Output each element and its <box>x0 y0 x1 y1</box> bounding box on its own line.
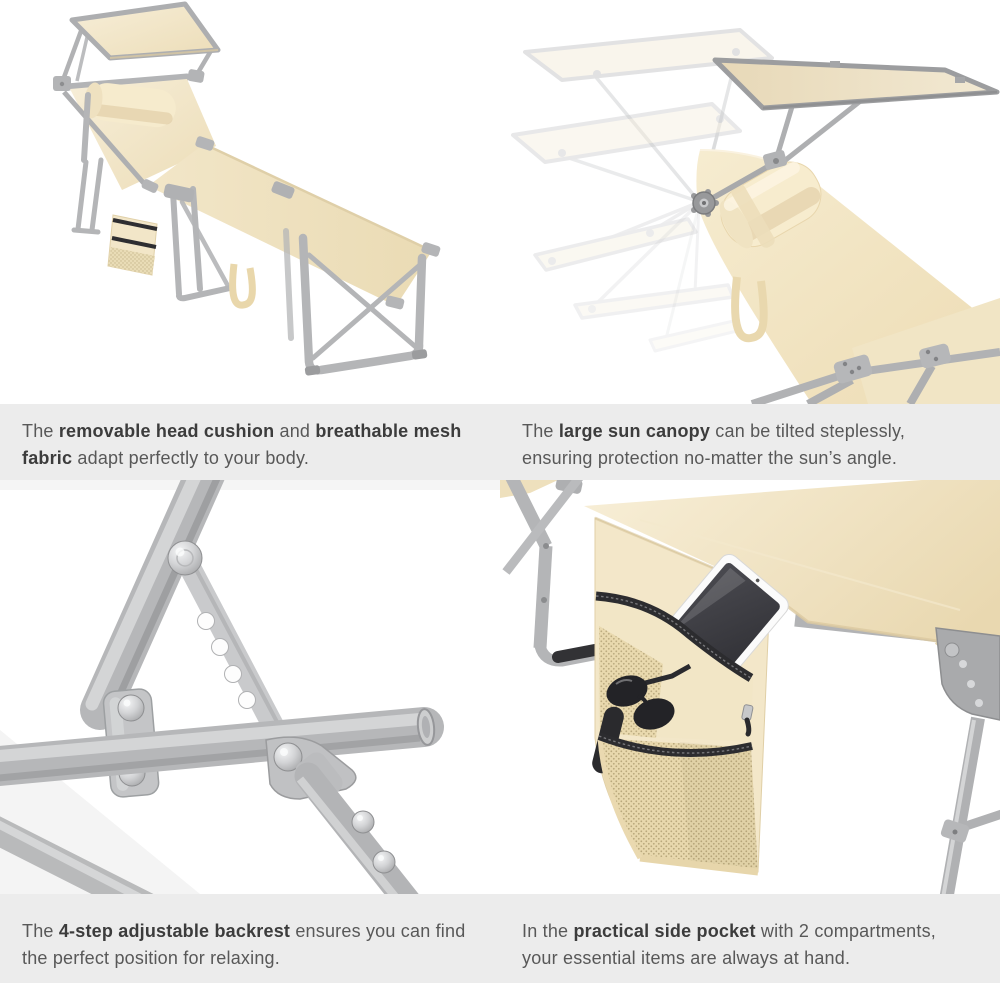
pivot-knob <box>691 189 719 217</box>
carry-strap <box>731 276 768 343</box>
cross-tube <box>0 707 444 786</box>
zipper-pull <box>741 704 754 737</box>
feature-panel-head-cushion <box>0 0 500 404</box>
caption-sun-canopy: The large sun canopy can be tilted stepl… <box>522 421 906 468</box>
feature-panel-side-pocket <box>500 480 1000 894</box>
sun-canopy-solid <box>702 57 1000 206</box>
backrest-tube <box>80 480 225 730</box>
side-pocket <box>107 214 158 276</box>
bottom-tube <box>0 816 154 894</box>
canopy-ghost-positions <box>511 28 774 353</box>
caption-side-pocket: In the practical side pocket with 2 comp… <box>522 921 936 968</box>
bottom-margin <box>0 983 1000 1000</box>
caption-head-cushion: The removable head cushion and breathabl… <box>22 421 462 468</box>
feature-panel-backrest <box>0 480 500 894</box>
canopy-tilt-photo <box>500 0 1000 404</box>
frame-hinge <box>935 627 1000 894</box>
frame-legs <box>71 92 427 375</box>
top-rivet <box>167 540 203 576</box>
hinge-rivet <box>273 742 303 772</box>
lower-leg-tube <box>294 752 419 894</box>
caption-backrest: The 4-step adjustable backrest ensures y… <box>22 921 466 968</box>
side-pocket-photo <box>500 480 1000 894</box>
folded-frame-tubes <box>500 480 620 667</box>
lounger-overview-photo <box>0 0 500 404</box>
backrest-mechanism-photo <box>0 480 500 894</box>
caption-band-top: The removable head cushion and breathabl… <box>0 404 1000 480</box>
lounger-bed <box>141 136 441 310</box>
side-pocket <box>592 516 789 876</box>
carry-strap <box>229 263 256 309</box>
caption-band-bottom: The 4-step adjustable backrest ensures y… <box>0 894 1000 983</box>
head-cushion <box>719 161 822 249</box>
mesh-compartment <box>600 738 758 872</box>
seat-frame <box>750 298 1000 404</box>
feature-panel-sun-canopy <box>500 0 1000 404</box>
